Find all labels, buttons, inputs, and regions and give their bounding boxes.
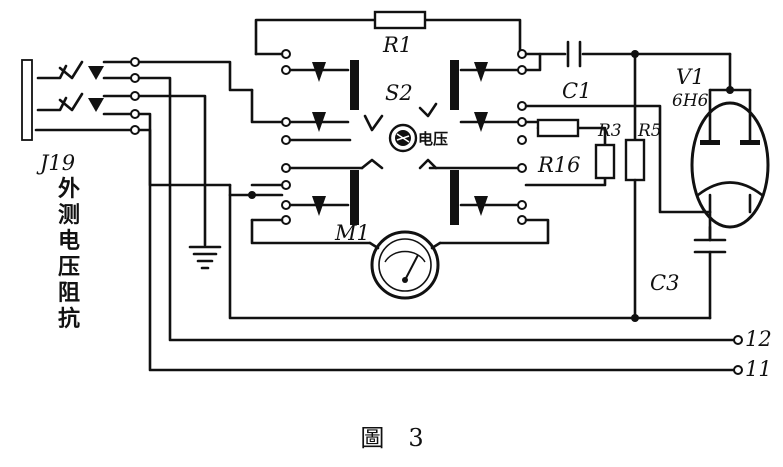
label-terminal-12: 12	[745, 327, 772, 351]
capacitor-c3	[633, 210, 727, 320]
wire-meter-left	[250, 218, 372, 245]
label-r5: R5	[637, 121, 662, 141]
resistor-r16	[536, 118, 580, 138]
resistor-r1	[373, 10, 427, 30]
tube-v1	[690, 52, 770, 242]
jack-caption-char: 压	[58, 255, 80, 280]
label-r3: R3	[597, 121, 622, 141]
label-tube-type: 6H6	[672, 91, 709, 111]
wire-to-terminal-12	[137, 76, 737, 342]
label-v1: V1	[676, 65, 705, 89]
label-m1: M1	[334, 221, 370, 245]
wire-to-ground	[137, 94, 207, 247]
wire-right-stub	[524, 52, 542, 72]
wire-switch-left-upper	[250, 88, 284, 124]
switch-s2-knob	[388, 123, 418, 153]
jack-contact-a	[58, 60, 84, 80]
jack-spring-lower	[36, 96, 68, 112]
junction-dot	[248, 191, 256, 199]
wire-common-return	[228, 193, 637, 320]
label-c3: C3	[650, 271, 679, 295]
wire-switch-left-lower	[228, 183, 284, 197]
jack-caption-char: 测	[58, 203, 80, 228]
wire-meter-right	[438, 218, 550, 245]
jack-contact-d	[88, 98, 104, 112]
wire-r3-bottom	[524, 176, 607, 187]
switch-s2-right-bank	[418, 49, 527, 225]
label-r16: R16	[537, 153, 581, 177]
label-switch-voltage: 电压	[418, 130, 448, 148]
capacitor-c1	[566, 40, 582, 68]
jack-caption-vertical: 外 测 电 压 阻 抗	[58, 176, 80, 332]
jack-caption-char: 电	[58, 229, 80, 254]
label-s2: S2	[385, 81, 413, 105]
resistor-r3	[594, 143, 616, 180]
wire-tube-return	[524, 104, 712, 214]
wire-r16-to-r3	[576, 126, 607, 147]
wire-to-terminal-11	[137, 128, 737, 372]
label-terminal-11: 11	[745, 357, 772, 381]
switch-s2-left-bank	[281, 49, 384, 225]
jack-j19	[21, 57, 140, 141]
wire-jack-to-switch-top	[137, 60, 254, 92]
jack-caption-char: 外	[58, 176, 80, 202]
wire-jack-to-switch-mid	[137, 112, 232, 187]
ground-icon	[188, 245, 222, 270]
label-j19: J19	[36, 151, 75, 175]
terminal-12	[733, 335, 743, 345]
terminal-11	[733, 365, 743, 375]
label-r1: R1	[382, 33, 412, 57]
resistor-r5	[624, 138, 646, 182]
jack-caption-char: 抗	[58, 306, 80, 332]
meter-m1	[368, 230, 442, 300]
figure-caption: 圖 3	[360, 424, 423, 452]
jack-spring-upper	[36, 64, 68, 80]
jack-caption-char: 阻	[58, 281, 80, 306]
jack-sleeve	[21, 59, 33, 141]
jack-contact-c	[88, 66, 104, 80]
jack-contact-b	[58, 92, 84, 112]
label-c1: C1	[562, 79, 591, 103]
